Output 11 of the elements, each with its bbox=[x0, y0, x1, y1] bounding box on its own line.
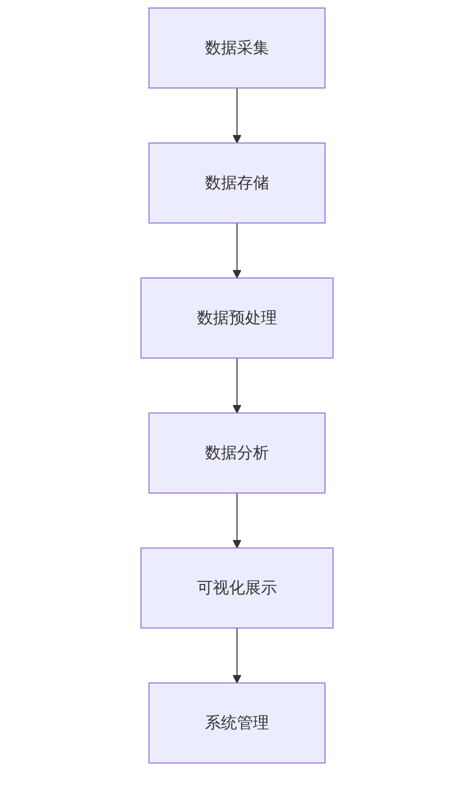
arrow bbox=[232, 492, 242, 548]
arrow bbox=[232, 222, 242, 278]
node-box: 可视化展示 bbox=[140, 548, 334, 628]
node-box: 数据采集 bbox=[148, 8, 326, 88]
node-box: 数据预处理 bbox=[140, 278, 334, 358]
arrow bbox=[232, 358, 242, 414]
node-box: 数据分析 bbox=[148, 412, 326, 494]
arrow bbox=[232, 88, 242, 144]
arrow bbox=[232, 628, 242, 684]
node-box: 数据存储 bbox=[148, 142, 326, 224]
node-box: 系统管理 bbox=[148, 682, 326, 764]
